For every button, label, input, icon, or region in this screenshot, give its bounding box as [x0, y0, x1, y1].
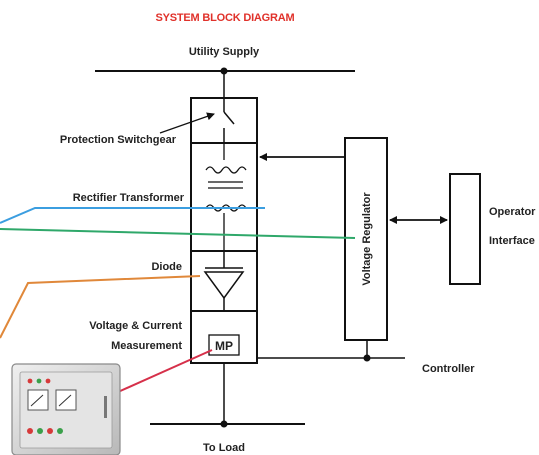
switch-symbol [223, 98, 235, 143]
panel-button-2 [37, 428, 43, 434]
load-node [220, 420, 228, 428]
voltage-regulator-block [344, 137, 388, 341]
panel-button-1 [27, 428, 33, 434]
protection-switchgear-label: Protection Switchgear [60, 134, 177, 146]
voltage-regulator-label: Voltage Regulator [361, 192, 373, 286]
green-wire [0, 228, 356, 239]
red-wire [117, 349, 213, 393]
operator-label-line1: Operator [489, 206, 536, 218]
operator-label-line2: Interface [489, 235, 535, 247]
panel-button-3 [47, 428, 53, 434]
utility-supply-label: Utility Supply [189, 46, 260, 58]
measurement-symbol-box [208, 334, 240, 356]
panel-handle [104, 396, 107, 418]
diagram-title: SYSTEM BLOCK DIAGRAM [155, 12, 294, 24]
panel-red-light-2 [45, 378, 51, 384]
panel-red-light [27, 378, 33, 384]
operator-interface-block [449, 173, 481, 285]
protection-pointer-arrow [159, 112, 215, 134]
voltage-current-label-line1: Voltage & Current [89, 320, 182, 332]
blue-wire [0, 207, 265, 224]
to-load-label: To Load [203, 442, 245, 454]
rectifier-transformer-label: Rectifier Transformer [73, 192, 185, 204]
diode-symbol [203, 251, 245, 311]
controller-label: Controller [422, 363, 475, 375]
panel-green-light [36, 378, 42, 384]
control-panel-illustration [11, 363, 121, 455]
measurement-symbol-text: MP [215, 339, 233, 353]
voltage-current-label-line2: Measurement [111, 340, 182, 352]
diode-label: Diode [151, 261, 182, 273]
orange-wire [0, 275, 201, 339]
panel-button-4 [57, 428, 63, 434]
